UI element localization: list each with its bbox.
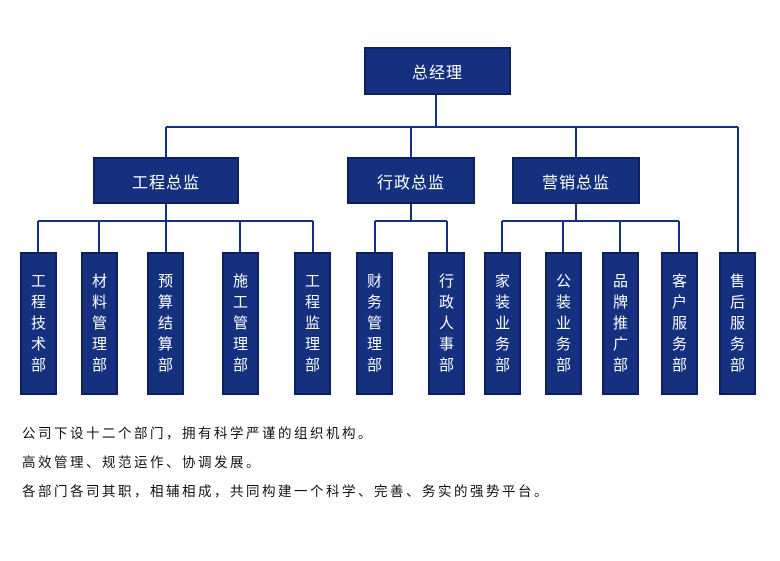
node-dept-finance: 财务管理部 [356,252,393,395]
node-dept-brand: 品牌推广部 [602,252,639,395]
node-engineering-director: 工程总监 [93,157,239,204]
node-label: 行政总监 [376,172,445,192]
node-dept-construction: 施工管理部 [222,252,259,395]
node-dept-after-sales: 售后服务部 [719,252,756,395]
note-line: 各部门各司其职，相辅相成，共同构建一个科学、完善、务实的强势平台。 [22,484,550,500]
node-label: 预算结算部 [158,272,174,374]
note-line: 公司下设十二个部门，拥有科学严谨的组织机构。 [22,426,374,442]
node-label: 品牌推广部 [613,272,629,374]
node-label: 营销总监 [541,172,610,192]
node-dept-hr: 行政人事部 [428,252,465,395]
note-line: 高效管理、规范运作、协调发展。 [22,455,262,471]
node-label: 总经理 [411,63,463,82]
node-dept-home-decoration: 家装业务部 [484,252,521,395]
node-label: 售后服务部 [730,272,746,374]
node-label: 财务管理部 [367,272,383,374]
node-label: 行政人事部 [439,272,455,374]
node-admin-director: 行政总监 [347,157,475,204]
node-label: 工程技术部 [31,272,47,374]
node-general-manager: 总经理 [364,47,511,95]
node-dept-engineering-tech: 工程技术部 [20,252,57,395]
node-label: 客户服务部 [672,272,688,374]
node-label: 公装业务部 [556,272,572,374]
description-notes: 公司下设十二个部门，拥有科学严谨的组织机构。 高效管理、规范运作、协调发展。 各… [22,424,550,511]
node-label: 家装业务部 [495,272,511,374]
node-label: 施工管理部 [233,272,249,374]
node-label: 材料管理部 [92,272,108,374]
node-dept-materials: 材料管理部 [81,252,118,395]
node-dept-budget: 预算结算部 [147,252,184,395]
node-dept-public-decoration: 公装业务部 [545,252,582,395]
node-marketing-director: 营销总监 [512,157,640,204]
node-dept-customer-service: 客户服务部 [661,252,698,395]
node-label: 工程监理部 [305,272,321,374]
node-dept-supervision: 工程监理部 [294,252,331,395]
node-label: 工程总监 [131,172,200,192]
